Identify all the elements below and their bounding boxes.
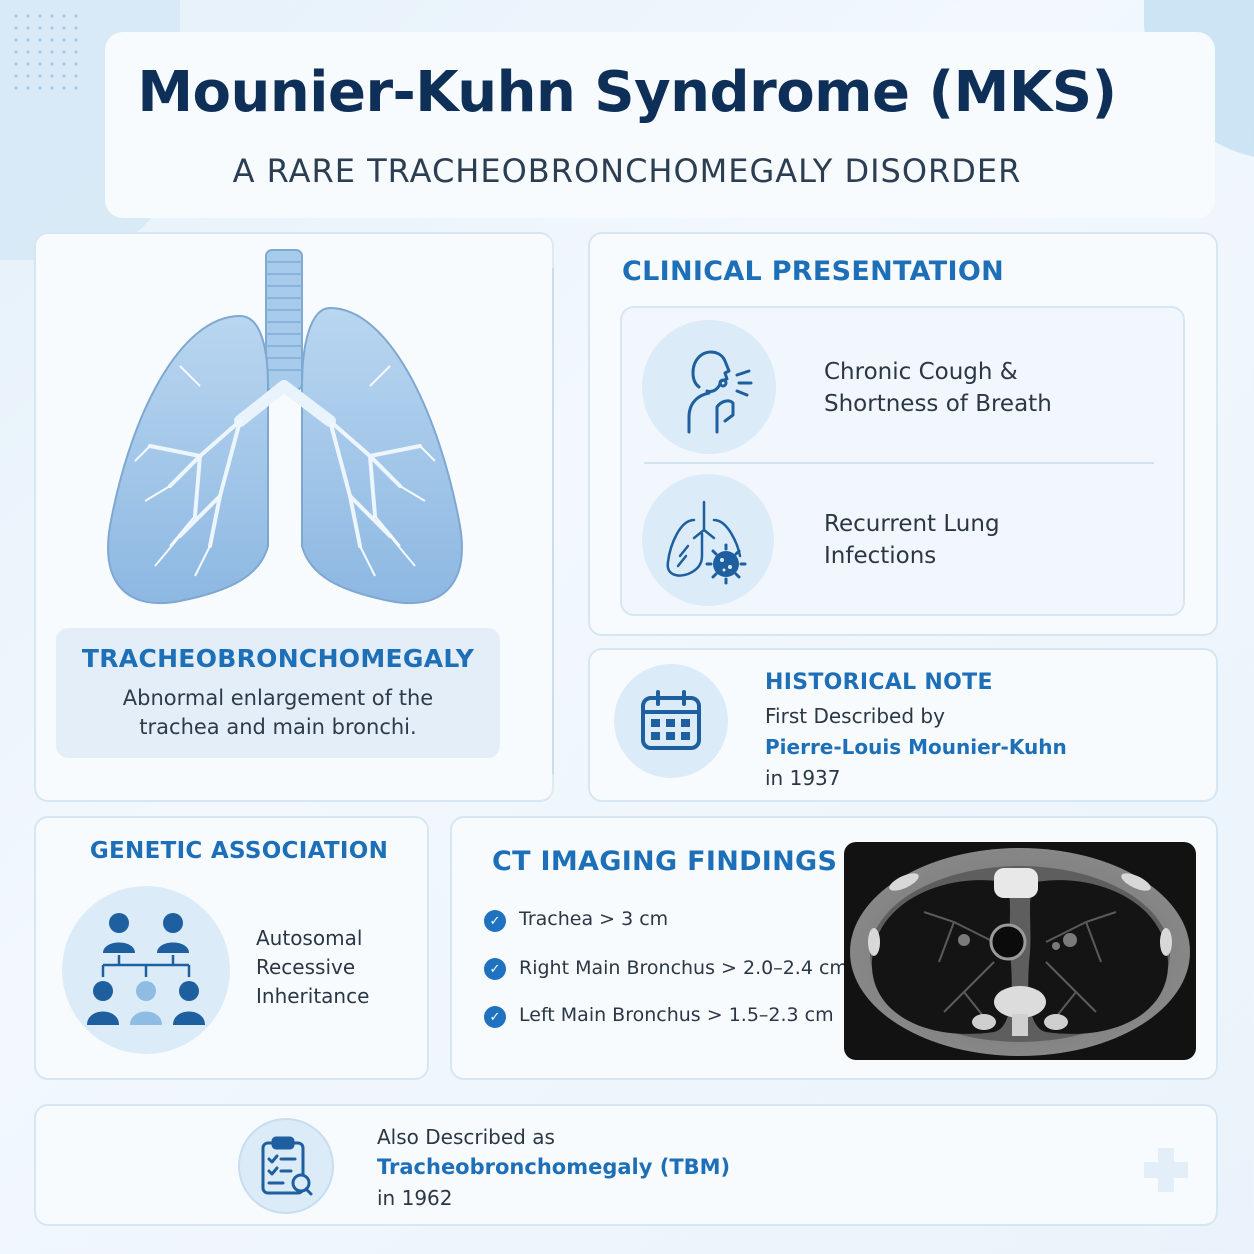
lung-description-line2: trachea and main bronchi. [139, 715, 417, 739]
historical-heading: HISTORICAL NOTE [765, 670, 993, 695]
plus-icon [1144, 1148, 1188, 1192]
clinical-heading: CLINICAL PRESENTATION [622, 256, 1004, 287]
page-subtitle: A RARE TRACHEOBRONCHOMEGALY DISORDER [232, 152, 1022, 190]
header-card [105, 32, 1215, 218]
footer-line1: Also Described as [377, 1125, 555, 1149]
page-title: Mounier-Kuhn Syndrome (MKS) [137, 60, 1117, 125]
genetic-line1: Autosomal [256, 926, 363, 950]
check-icon: ✓ [484, 958, 506, 980]
clinical-item-2-line2: Infections [824, 543, 937, 569]
calendar-icon [614, 664, 728, 778]
lungs-illustration [107, 249, 463, 605]
family-tree-icon [62, 886, 230, 1054]
clinical-item-1-line2: Shortness of Breath [824, 391, 1052, 417]
ct-finding-3: Left Main Bronchus > 1.5–2.3 cm [519, 1004, 834, 1026]
check-icon: ✓ [484, 1006, 506, 1028]
footer-year: in 1962 [377, 1186, 453, 1210]
lung-heading: TRACHEOBRONCHOMEGALY [81, 644, 475, 673]
clinical-divider [644, 462, 1154, 464]
historical-year: in 1937 [765, 766, 841, 790]
footer-card [34, 1104, 1218, 1226]
dot-pattern [10, 10, 80, 90]
ct-heading: CT IMAGING FINDINGS [492, 846, 838, 877]
genetic-heading: GENETIC ASSOCIATION [89, 838, 389, 864]
clinical-item-2-line1: Recurrent Lung [824, 511, 1000, 537]
ct-finding-2: Right Main Bronchus > 2.0–2.4 cm [519, 957, 848, 979]
card-divider [552, 268, 554, 774]
clinical-item-1-line1: Chronic Cough & [824, 359, 1018, 385]
ct-finding-1: Trachea > 3 cm [519, 908, 669, 930]
clipboard-icon [238, 1118, 334, 1214]
check-icon: ✓ [484, 910, 506, 932]
tracheobronchomegaly-box [56, 628, 500, 758]
ct-scan-chest-image [844, 842, 1196, 1060]
footer-highlight: Tracheobronchomegaly (TBM) [377, 1155, 731, 1179]
lung-description-line1: Abnormal enlargement of the [122, 686, 434, 710]
coughing-person-icon [642, 320, 776, 454]
genetic-line3: Inheritance [256, 984, 370, 1008]
historical-line1: First Described by [765, 704, 945, 728]
lung-infection-icon [642, 474, 774, 606]
historical-name: Pierre-Louis Mounier-Kuhn [765, 735, 1067, 759]
genetic-line2: Recessive [256, 955, 356, 979]
